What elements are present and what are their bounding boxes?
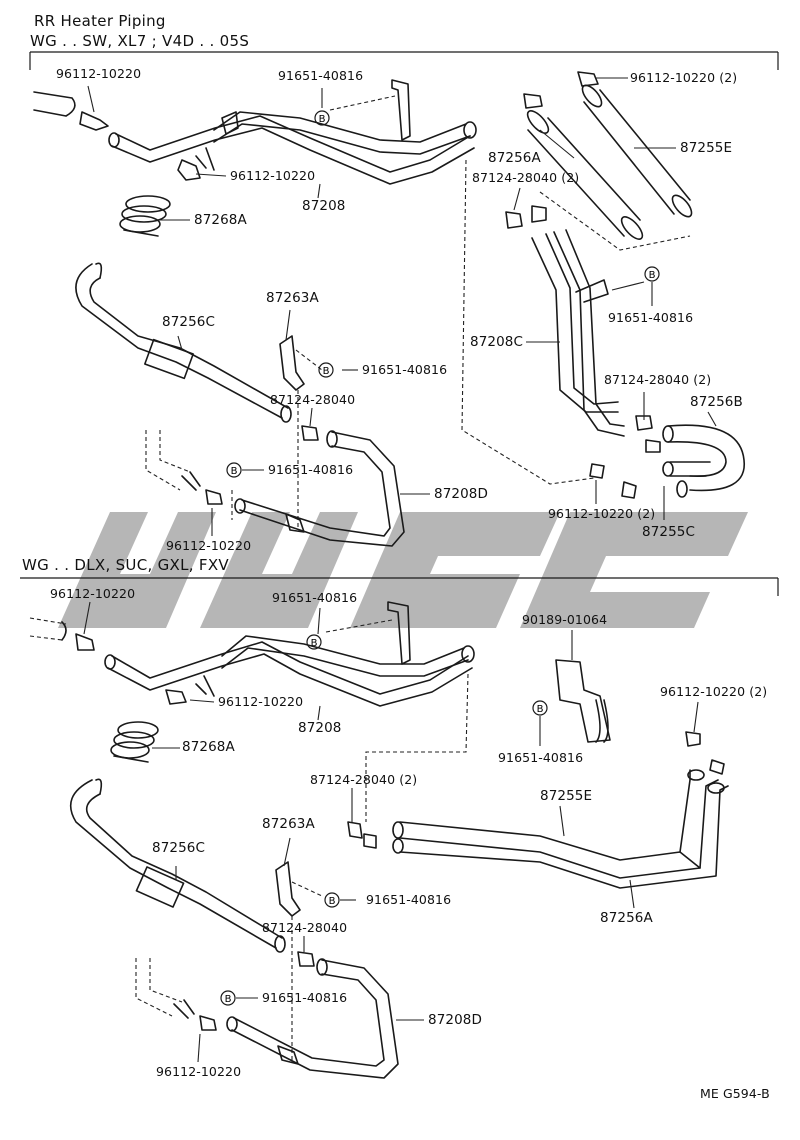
watermark	[58, 512, 748, 628]
bolt-markers: B B B B B B B B	[220, 110, 660, 1006]
part-label: 96112-10220 (2)	[548, 506, 656, 521]
part-label: 91651-40816	[272, 590, 358, 605]
svg-text:B: B	[649, 270, 656, 281]
part-label: 87263A	[266, 290, 319, 306]
part-label: 96112-10220	[50, 586, 136, 601]
part-label: 87208	[298, 720, 342, 736]
section-1-parts	[33, 71, 745, 547]
part-label: 87208	[302, 198, 346, 214]
svg-text:B: B	[311, 638, 318, 649]
leader-lines	[83, 77, 717, 1063]
section-title: RR Heater Piping	[34, 12, 166, 30]
bolt-marker-icon: B	[226, 462, 242, 478]
section-2-parts	[29, 601, 729, 1079]
part-label: 87208D	[434, 486, 488, 502]
part-label: 96112-10220 (2)	[630, 70, 738, 85]
bolt-marker-icon: B	[318, 362, 334, 378]
part-label: 87208D	[428, 1012, 482, 1028]
part-label: 96112-10220	[218, 694, 304, 709]
svg-text:B: B	[537, 704, 544, 715]
bolt-marker-icon: B	[314, 110, 330, 126]
part-label: 87208C	[470, 334, 523, 350]
figure-code: ME G594-B	[700, 1086, 770, 1101]
part-label: 96112-10220	[156, 1064, 242, 1079]
part-label: 91651-40816	[278, 68, 364, 83]
bolt-marker-icon: B	[644, 266, 660, 282]
section-frames	[20, 51, 779, 596]
part-label: 87124-28040	[262, 920, 348, 935]
part-label: 91651-40816	[262, 990, 348, 1005]
part-label: 87256C	[162, 314, 215, 330]
part-label: 91651-40816	[268, 462, 354, 477]
part-label: 91651-40816	[498, 750, 584, 765]
part-label: 96112-10220	[230, 168, 316, 183]
bolt-marker-icon: B	[220, 990, 236, 1006]
part-label: 87124-28040 (2)	[472, 170, 580, 185]
part-label: 87124-28040 (2)	[310, 772, 418, 787]
part-label: 87256A	[600, 910, 653, 926]
part-label: 87255C	[642, 524, 695, 540]
svg-text:B: B	[329, 896, 336, 907]
part-label: 87268A	[194, 212, 247, 228]
part-label: 96112-10220	[56, 66, 142, 81]
part-label: 87256B	[690, 394, 743, 410]
section-2-subtitle: WG . . DLX, SUC, GXL, FXV	[22, 556, 229, 574]
part-label: 91651-40816	[362, 362, 448, 377]
part-label: 91651-40816	[608, 310, 694, 325]
part-label: 87124-28040 (2)	[604, 372, 712, 387]
part-label: 87256C	[152, 840, 205, 856]
part-label: 87263A	[262, 816, 315, 832]
bolt-marker-icon: B	[306, 634, 322, 650]
svg-text:B: B	[225, 994, 232, 1005]
svg-text:B: B	[319, 114, 326, 125]
part-label: 87255E	[540, 788, 593, 804]
part-label: 87255E	[680, 140, 733, 156]
part-label: 87256A	[488, 150, 541, 166]
bolt-marker-icon: B	[532, 700, 548, 716]
section-1-subtitle: WG . . SW, XL7 ; V4D . . 05S	[30, 32, 250, 50]
part-label: 96112-10220 (2)	[660, 684, 768, 699]
part-label: 96112-10220	[166, 538, 252, 553]
part-label: 91651-40816	[366, 892, 452, 907]
part-label: 90189-01064	[522, 612, 608, 627]
part-label: 87124-28040	[270, 392, 356, 407]
svg-text:B: B	[231, 466, 238, 477]
svg-text:B: B	[323, 366, 330, 377]
part-label: 87268A	[182, 739, 235, 755]
bolt-marker-icon: B	[324, 892, 340, 908]
